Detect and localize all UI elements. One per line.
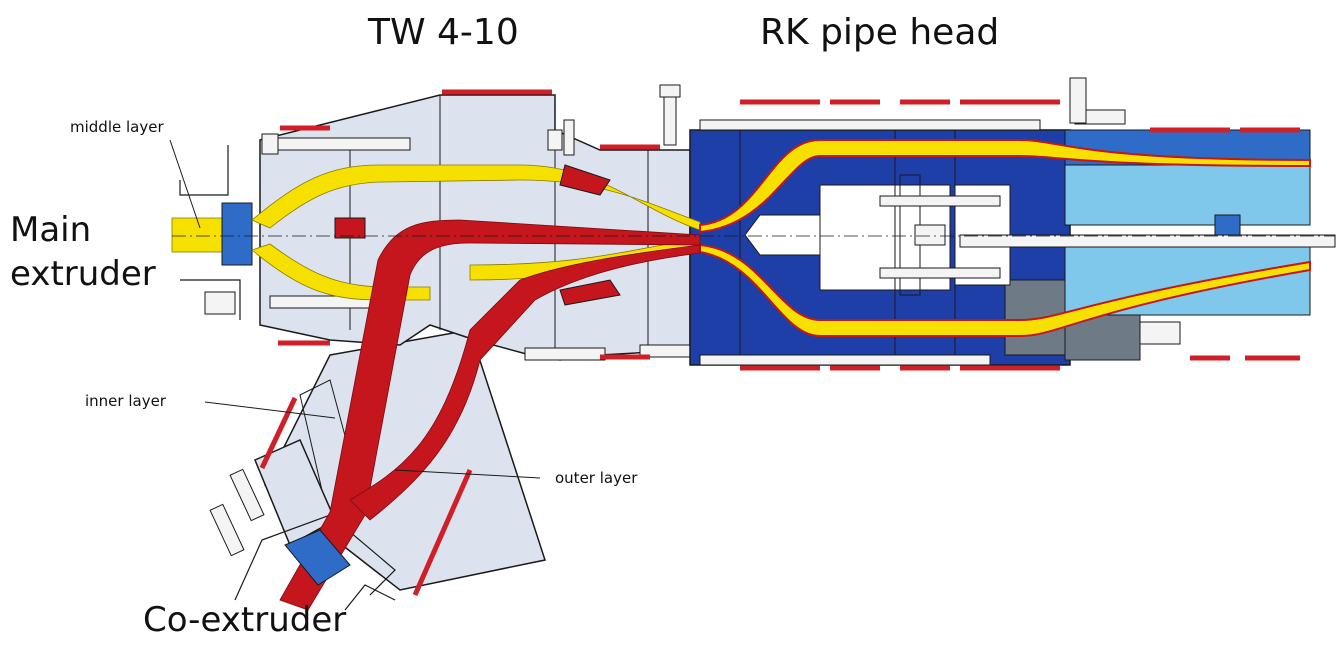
rk-title: RK pipe head	[760, 12, 1000, 53]
leader-lines	[169, 139, 541, 479]
main-extruder-label-line1: Main	[10, 210, 92, 250]
tw-title: TW 4-10	[368, 12, 519, 53]
melt-channels	[171, 139, 1311, 611]
inner-layer-label: inner layer	[85, 392, 166, 410]
co-extruder-label: Co-extruder	[143, 600, 347, 640]
middle-layer-label: middle layer	[70, 118, 164, 136]
outer-layer-label: outer layer	[555, 469, 638, 487]
main-extruder-label: Main extruder	[10, 208, 156, 296]
main-extruder-label-line2: extruder	[10, 254, 156, 294]
